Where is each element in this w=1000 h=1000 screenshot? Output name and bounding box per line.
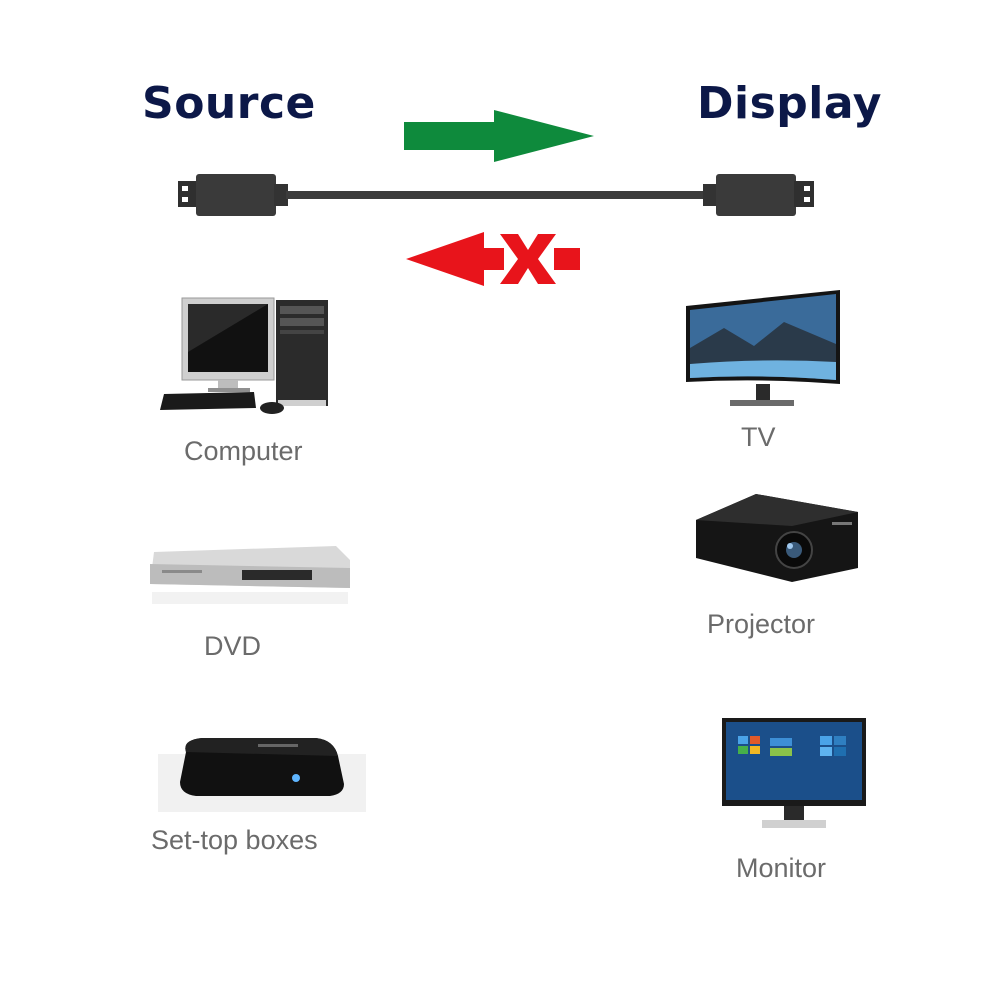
dvd-player-icon <box>150 546 350 604</box>
monitor-label: Monitor <box>736 853 827 883</box>
projector-icon <box>696 494 858 582</box>
projector-label: Projector <box>707 609 816 639</box>
cable-icon <box>178 174 814 216</box>
forward-arrow-icon <box>404 110 594 162</box>
computer-label: Computer <box>184 436 303 466</box>
set-top-boxes-label: Set-top boxes <box>151 825 318 855</box>
dvd-label: DVD <box>204 631 262 661</box>
computer-icon <box>160 297 328 414</box>
display-heading: Display <box>697 78 882 129</box>
monitor-icon <box>722 718 866 828</box>
blocked-reverse-arrow-icon <box>406 232 580 286</box>
tv-label: TV <box>741 422 776 452</box>
set-top-box-icon <box>158 738 366 812</box>
curved-tv-icon <box>686 290 840 406</box>
source-heading: Source <box>142 78 316 129</box>
